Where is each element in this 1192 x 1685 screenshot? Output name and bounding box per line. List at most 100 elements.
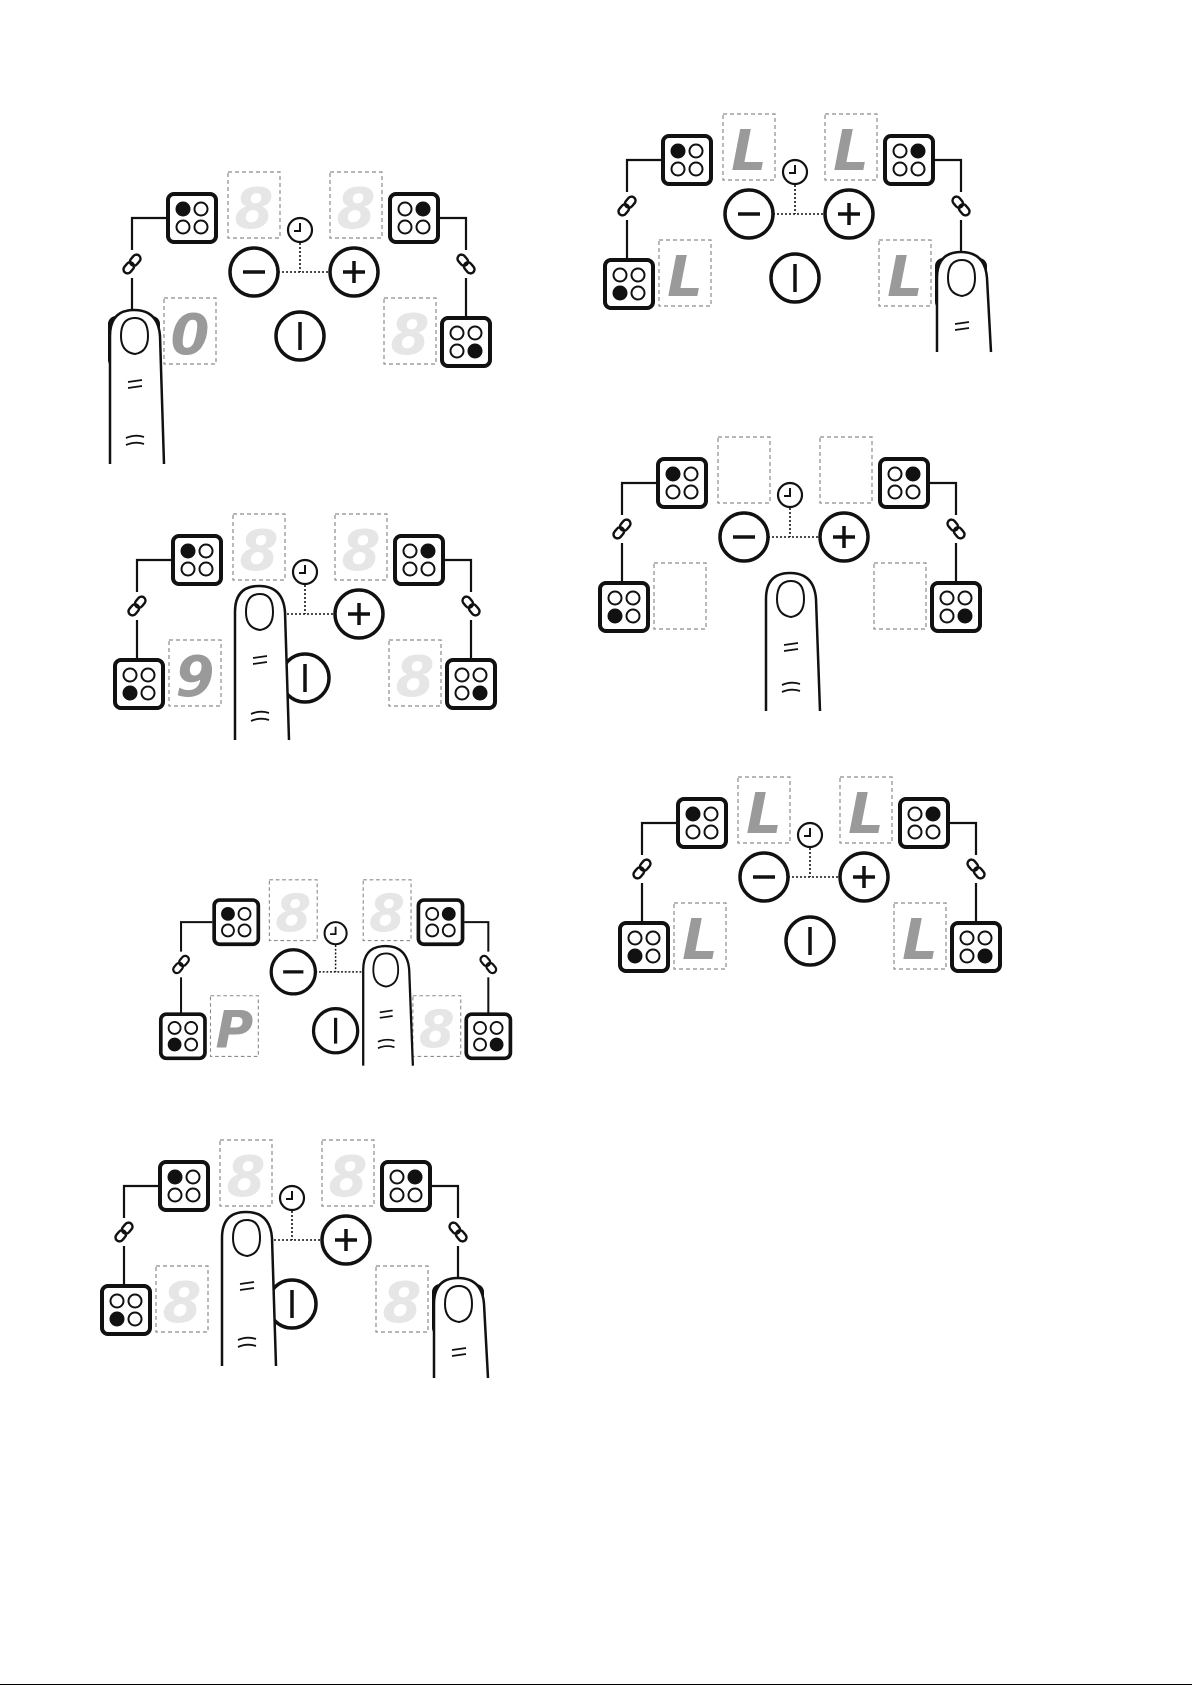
zone-front-left-icon[interactable] [678,799,726,847]
timer-clock-icon [293,560,317,584]
zone-dot [185,1022,197,1034]
timer-clock-icon [798,823,822,847]
digit-value: 8 [419,1000,455,1060]
link-ring-a [957,203,971,217]
bridge-link-icon [612,518,632,540]
bridge-link-icon [461,595,481,617]
minus-button[interactable] [740,853,788,901]
link-ring-b [128,253,142,267]
plus-button[interactable] [825,190,873,238]
zone-rear-left-icon[interactable] [620,923,668,971]
fingernail [233,1220,260,1256]
zone-front-left-icon[interactable] [663,136,711,184]
zone-rear-left-icon[interactable] [102,1286,150,1334]
zone-front-left-icon[interactable] [160,1162,208,1210]
zone-dot [422,545,435,558]
bridge-link-icon [966,858,986,880]
zone-rear-left-icon[interactable] [605,260,653,308]
zone-front-right-icon[interactable] [466,1014,510,1058]
digit-display: 8 [233,514,285,584]
zone-dot [961,932,974,945]
digit-display: L [840,777,892,847]
pressing-finger [235,586,289,740]
link-ring-a [612,526,626,540]
zone-rear-right-icon[interactable] [880,459,928,507]
zone-icon-frame [952,923,1000,971]
digit-value: 8 [329,1145,368,1210]
zone-front-right-icon[interactable] [447,660,495,708]
plus-button[interactable] [335,590,383,638]
zone-front-left-icon[interactable] [214,900,258,944]
zone-dot [129,1313,142,1326]
zone-dot [443,924,455,936]
zone-front-left-icon[interactable] [658,459,706,507]
zone-dot [239,924,251,936]
zone-dot [909,808,922,821]
minus-button[interactable] [725,190,773,238]
zone-dot [417,221,430,234]
zone-icon-frame [168,194,216,242]
zone-dot [474,1039,486,1051]
zone-rear-left-icon[interactable] [161,1014,205,1058]
bridge-link-icon [448,1221,468,1243]
digit-display-frame [874,563,926,629]
plus-button[interactable] [820,513,868,561]
timer-dotted-connector [773,185,825,214]
power-button[interactable] [276,312,324,360]
fingernail [948,260,975,296]
minus-button[interactable] [720,513,768,561]
plus-button[interactable] [322,1216,370,1264]
zone-dot [124,687,137,700]
zone-dot [614,287,627,300]
zone-rear-right-icon[interactable] [382,1162,430,1210]
zone-dot [111,1295,124,1308]
zone-dot [632,287,645,300]
zone-dot [912,145,925,158]
digit-display [718,437,770,503]
zone-rear-right-icon[interactable] [390,194,438,242]
digit-display: L [674,903,726,973]
zone-dot [927,808,940,821]
zone-dot [177,203,190,216]
plus-button[interactable] [840,853,888,901]
zone-front-right-icon[interactable] [442,318,490,366]
zone-rear-right-icon[interactable] [395,536,443,584]
zone-rear-left-icon[interactable] [600,583,648,631]
digit-display: L [879,240,931,310]
zone-rear-right-icon[interactable] [900,799,948,847]
digit-value: L [848,782,884,847]
zone-rear-right-icon[interactable] [418,900,462,944]
bridge-link-icon [632,858,652,880]
power-button[interactable] [786,917,834,965]
bracket-right-top [464,922,488,951]
digit-value: L [682,908,718,973]
zone-dot [629,950,642,963]
zone-icon-frame [173,536,221,584]
zone-dot [391,1171,404,1184]
minus-button[interactable] [230,248,278,296]
zone-dot [195,203,208,216]
minus-button[interactable] [271,950,315,994]
zone-front-left-icon[interactable] [173,536,221,584]
plus-button[interactable] [330,248,378,296]
zone-front-left-icon[interactable] [168,194,216,242]
digit-display: L [825,114,877,184]
zone-rear-left-icon[interactable] [115,660,163,708]
zone-dot [222,924,234,936]
zone-icon-frame [161,1014,205,1058]
digit-display: 8 [413,996,461,1061]
bridge-link-icon [479,954,498,974]
digit-display [654,563,706,629]
link-ring-a [972,866,986,880]
digit-display: L [659,240,711,310]
zone-dot [647,950,660,963]
zone-front-right-icon[interactable] [952,923,1000,971]
power-button[interactable] [771,254,819,302]
zone-rear-right-icon[interactable] [885,136,933,184]
bracket-right-top [950,823,976,855]
zone-icon-frame [102,1286,150,1334]
zone-dot [469,327,482,340]
power-button[interactable] [314,1009,358,1053]
zone-front-right-icon[interactable] [932,583,980,631]
